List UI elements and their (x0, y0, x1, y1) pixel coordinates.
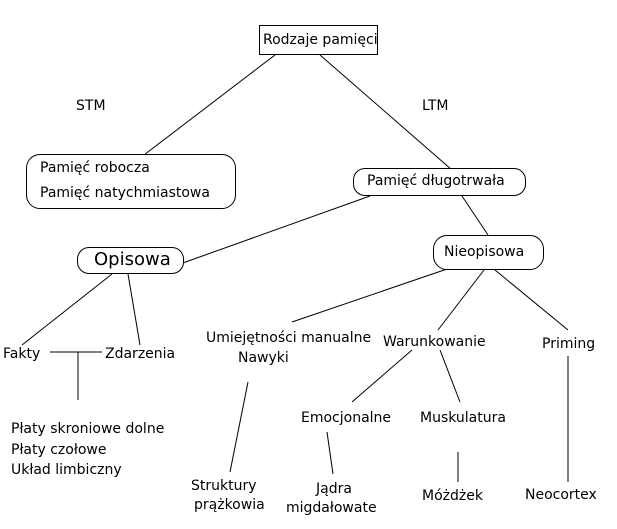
mozdzek-label: Móżdżek (422, 488, 483, 504)
fakty-label: Fakty (3, 346, 41, 362)
line-opisowa-fakty (21, 273, 113, 346)
line-opisowa-zdarzenia (127, 273, 141, 346)
line-nieopisowa-priming (494, 269, 569, 331)
line-warunkowanie-muskulatura (439, 349, 461, 403)
stm-label: STM (76, 98, 106, 114)
skills-label: Umiejętności manualne (206, 330, 372, 346)
warunkowanie-label: Warunkowanie (383, 334, 486, 350)
stm-immediate-memory: Pamięć natychmiastowa (40, 185, 210, 201)
muskulatura-label: Muskulatura (420, 410, 506, 426)
opisowa-node (77, 247, 184, 274)
amygdala-label-2: migdałowate (286, 500, 377, 516)
root-label: Rodzaje pamięci (263, 32, 378, 48)
line-root-ltm (319, 54, 453, 171)
declarative-structure-1: Płaty skroniowe dolne (11, 421, 165, 437)
ltm-label: LTM (422, 98, 449, 114)
line-ltm-opisowa (179, 195, 371, 265)
declarative-structure-2: Płaty czołowe (11, 442, 107, 458)
emocjonalne-label: Emocjonalne (301, 410, 392, 426)
nieopisowa-node (433, 235, 544, 270)
striatum-label-1: Struktury (191, 478, 257, 494)
stm-working-memory: Pamięć robocza (40, 160, 150, 176)
amygdala-label-1: Jądra (316, 481, 352, 497)
line-skills-structures (229, 381, 249, 473)
striatum-label-2: prążkowia (194, 497, 265, 513)
line-root-stm (139, 54, 276, 159)
line-ltm-nieopisowa (461, 195, 489, 236)
zdarzenia-label: Zdarzenia (105, 346, 176, 362)
declarative-structure-3: Układ limbiczny (11, 462, 122, 478)
root-node (259, 25, 378, 55)
priming-label: Priming (542, 336, 596, 352)
line-emocjonalne-jadra (326, 431, 334, 475)
stm-node (26, 154, 236, 209)
line-nieopisowa-skills (291, 267, 451, 323)
line-nieopisowa-warunkowanie (437, 269, 485, 331)
neocortex-label: Neocortex (525, 487, 597, 503)
ltm-node (353, 168, 526, 196)
ltm-node-label: Pamięć długotrwała (367, 173, 505, 189)
habits-label: Nawyki (238, 350, 289, 366)
opisowa-label: Opisowa (94, 249, 171, 270)
line-warunkowanie-emocjonalne (351, 349, 413, 403)
nieopisowa-label: Nieopisowa (444, 244, 525, 260)
